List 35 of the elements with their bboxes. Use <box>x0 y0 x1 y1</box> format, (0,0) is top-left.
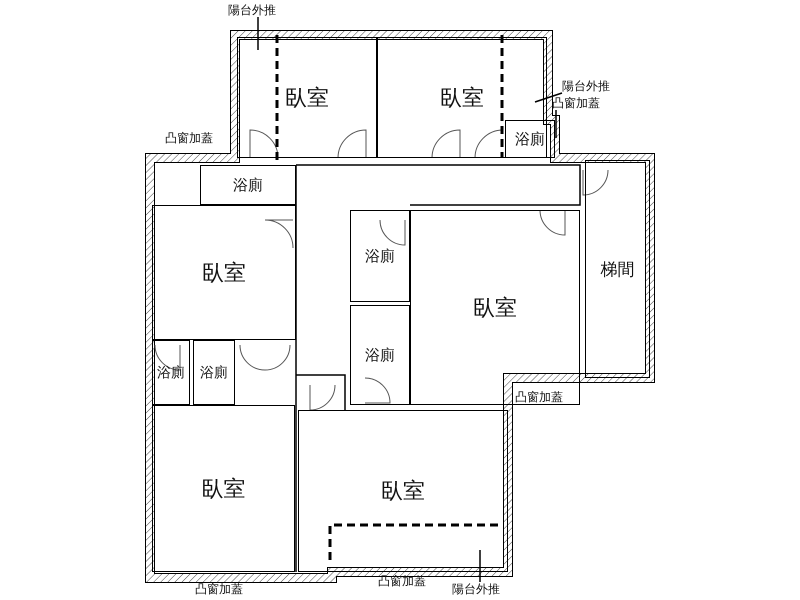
room-label: 臥室 <box>381 478 425 506</box>
annotation-text: 凸窗加蓋 <box>378 574 426 588</box>
leader-line <box>555 110 557 138</box>
annotation-text: 陽台外推 <box>452 582 500 596</box>
annotation-text: 凸窗加蓋 <box>195 582 243 596</box>
room-outline <box>585 160 650 378</box>
annotation-text: 凸窗加蓋 <box>515 390 563 404</box>
annotation-text: 凸窗加蓋 <box>165 131 213 145</box>
room-label: 浴廁 <box>200 364 228 382</box>
leader-line <box>534 92 562 103</box>
room-label: 臥室 <box>202 260 246 288</box>
room-outline <box>193 340 235 405</box>
room-label: 臥室 <box>202 476 246 504</box>
room-label: 梯間 <box>600 258 634 280</box>
room-label: 浴廁 <box>365 346 395 364</box>
room-label: 臥室 <box>473 294 517 322</box>
room-outline <box>237 37 377 158</box>
room-outline <box>200 165 296 205</box>
room-outline <box>152 340 190 405</box>
room-label: 浴廁 <box>515 130 545 148</box>
room-label: 浴廁 <box>365 246 395 266</box>
room-outline <box>410 210 580 405</box>
room-outline <box>505 120 555 158</box>
room-outline <box>152 205 296 340</box>
room-label: 臥室 <box>440 84 484 112</box>
room-outline <box>350 210 410 302</box>
annotation-text: 陽台外推 <box>562 79 610 93</box>
room-outline <box>298 410 508 572</box>
room-outline <box>350 305 410 405</box>
annotation-text: 陽台外推 <box>228 3 276 17</box>
room-label: 浴廁 <box>157 364 185 382</box>
room-label: 浴廁 <box>233 176 263 194</box>
room-outline <box>152 405 295 572</box>
room-label: 臥室 <box>285 84 329 112</box>
room-outline <box>377 37 547 158</box>
